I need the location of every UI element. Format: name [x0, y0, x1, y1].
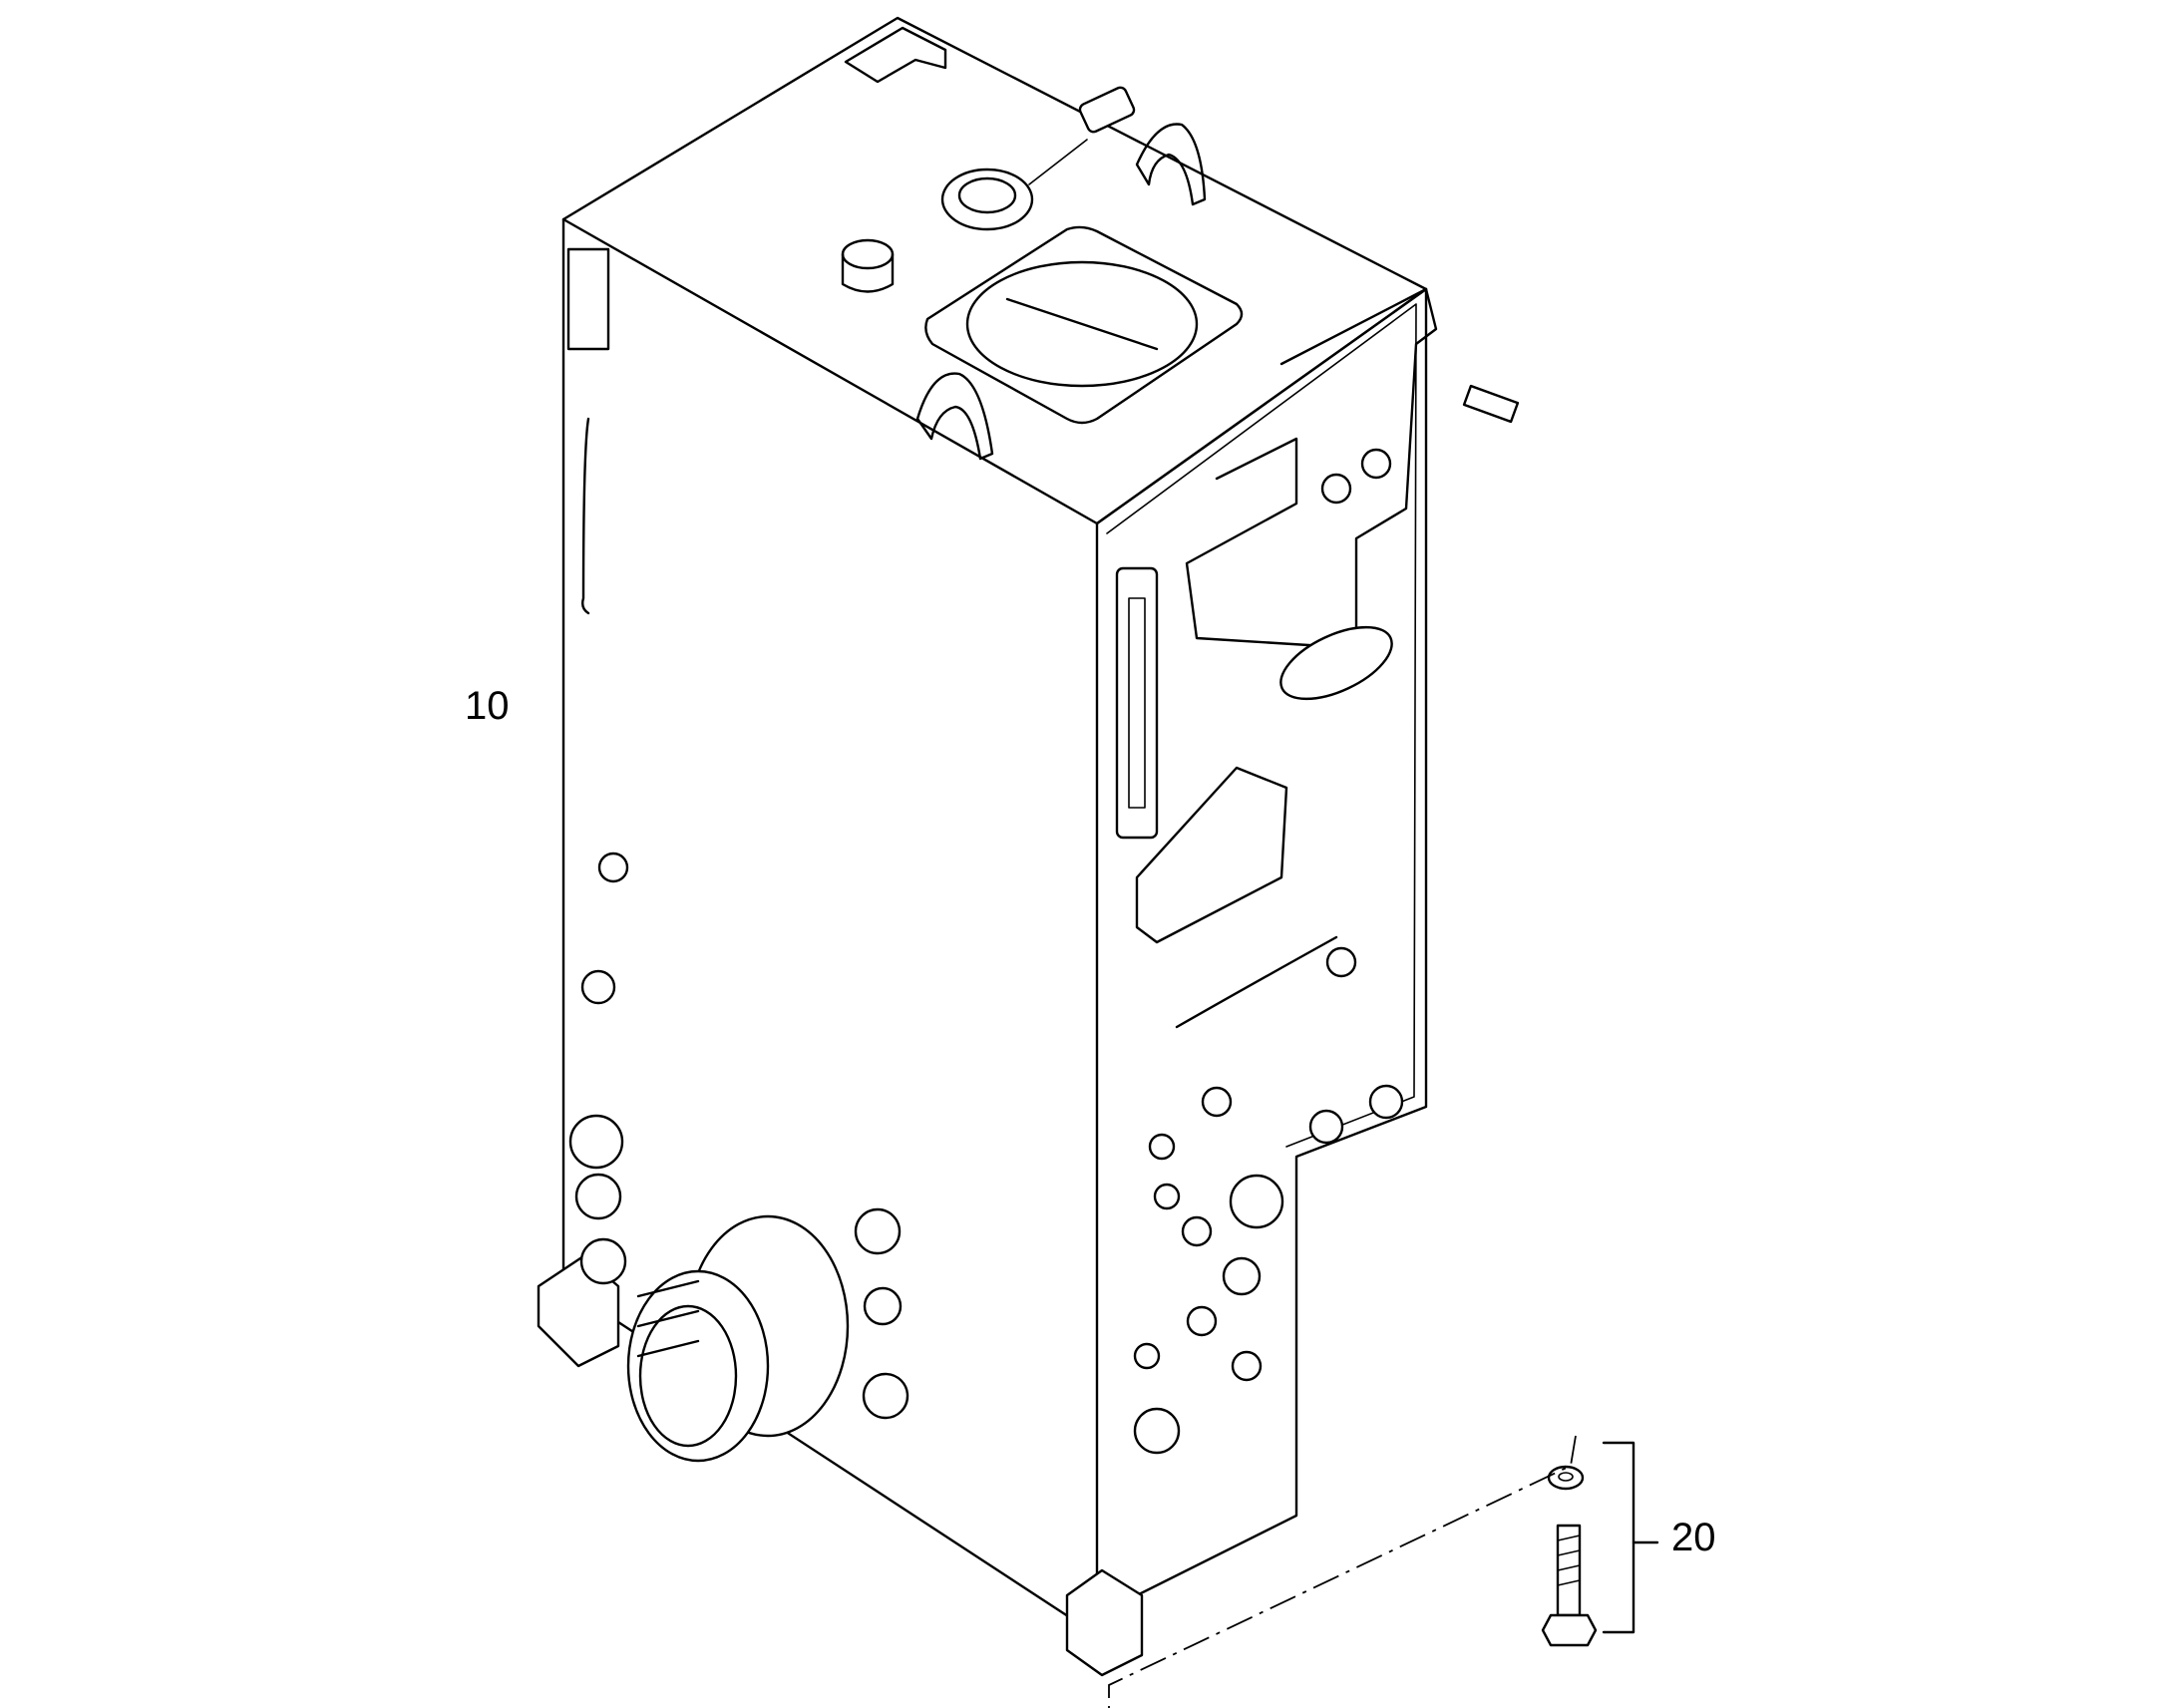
tank-right-rim	[1106, 303, 1417, 1148]
corner-bracket-top	[844, 26, 947, 84]
cover-divider	[1005, 297, 1159, 351]
assembly-centerline	[1108, 1435, 1577, 1708]
callout-label-20: 20	[1671, 1516, 1716, 1559]
callout-label-10: 10	[465, 684, 510, 728]
washer	[1547, 1465, 1585, 1491]
left-guide-rail	[580, 417, 590, 615]
cable-clip	[1175, 935, 1338, 1029]
sight-glass	[1115, 566, 1159, 840]
tank-right-face	[1095, 287, 1428, 1597]
breather-stub	[841, 238, 895, 270]
hydraulic-tank	[537, 16, 1520, 1677]
bolt-head	[1541, 1613, 1598, 1647]
inspection-cover-opening	[965, 260, 1199, 388]
foot-front	[1065, 1568, 1144, 1677]
side-tab	[1462, 384, 1520, 424]
mounting-block	[1135, 766, 1288, 944]
right-mounting-plate	[1185, 287, 1438, 650]
outlet-flange	[626, 1214, 850, 1463]
lifting-eye-right	[1135, 123, 1207, 206]
fittings	[568, 448, 1404, 1455]
lifting-eye-left	[915, 372, 994, 461]
sensor-connector	[1078, 86, 1136, 134]
oval-port	[1279, 625, 1393, 701]
sight-glass-tube	[1128, 597, 1146, 809]
filler-cap-inner	[957, 176, 1017, 214]
breather-stub-body	[841, 252, 895, 293]
tank-left-face	[561, 217, 1099, 1637]
bolt-washer-set	[1541, 1441, 1659, 1647]
callout-bracket	[1602, 1441, 1635, 1634]
left-top-bracket	[566, 247, 610, 351]
sensor-cable	[1028, 139, 1088, 185]
